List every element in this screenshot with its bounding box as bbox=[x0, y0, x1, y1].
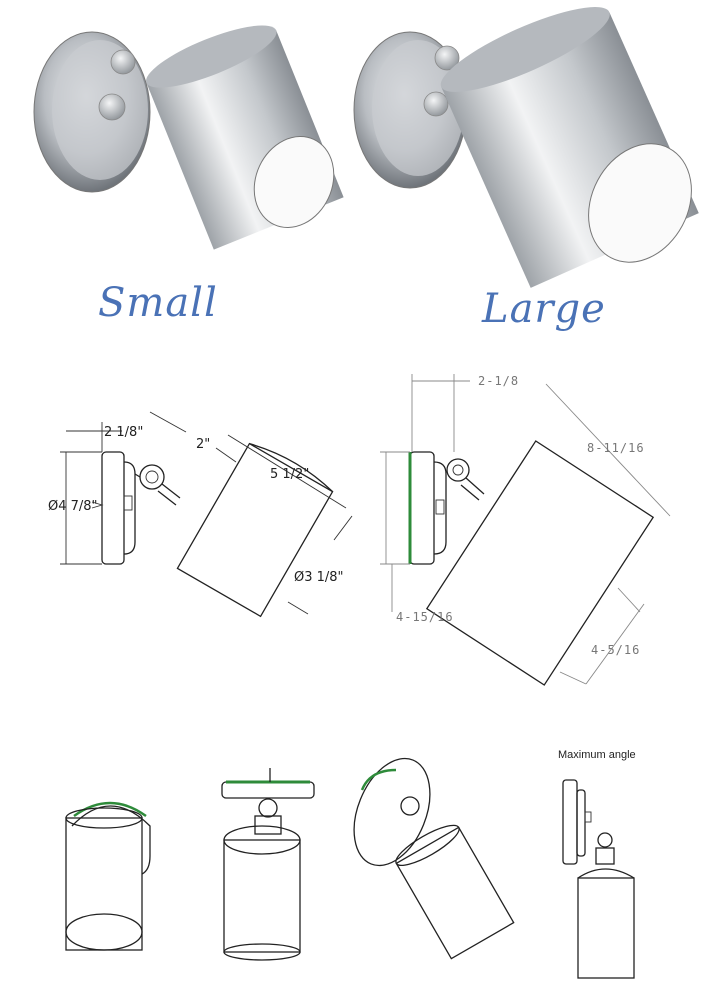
small-mount-offset-label: 2 1/8" bbox=[104, 425, 143, 440]
large-mount-offset-label: 2-1/8 bbox=[478, 374, 519, 388]
view-side bbox=[221, 768, 315, 961]
small-body-length-label: 5 1/2" bbox=[270, 467, 309, 482]
large-fixture-render bbox=[353, 7, 699, 288]
large-body-diameter-label: 4-5/16 bbox=[591, 643, 640, 657]
small-arm-length-label: 2" bbox=[196, 437, 210, 452]
small-base-diameter-label: Ø4 7/8" bbox=[48, 499, 98, 514]
view-angled bbox=[353, 757, 515, 960]
small-variant-label: Small bbox=[98, 280, 218, 326]
large-variant-label: Large bbox=[482, 286, 606, 332]
maximum-angle-label: Maximum angle bbox=[558, 749, 636, 761]
view-front bbox=[65, 801, 151, 951]
large-base-diameter-label: 4-15/16 bbox=[396, 610, 454, 624]
large-dimension-drawing bbox=[380, 374, 671, 686]
small-dimension-drawing bbox=[60, 411, 353, 618]
view-maximum-angle bbox=[562, 779, 635, 979]
small-body-diameter-label: Ø3 1/8" bbox=[294, 570, 344, 585]
small-fixture-render bbox=[33, 25, 344, 250]
large-body-length-label: 8-11/16 bbox=[587, 441, 645, 455]
